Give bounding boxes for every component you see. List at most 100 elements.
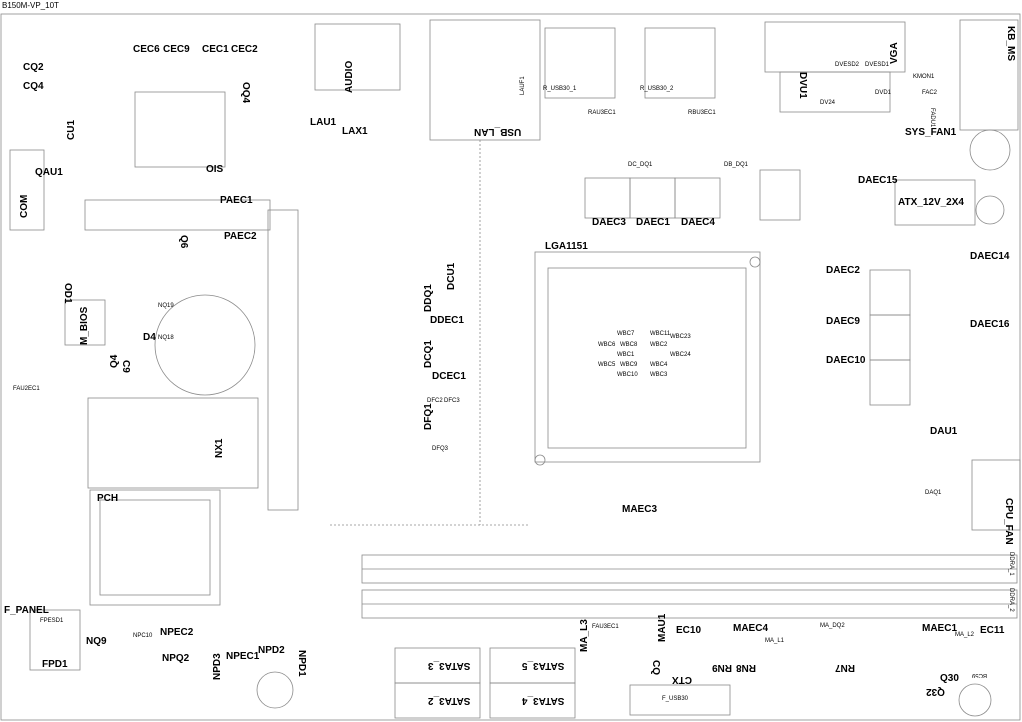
nq18-label: NQ18 xyxy=(158,335,174,341)
paec1-label: PAEC1 xyxy=(220,195,253,206)
bc59-label: BC59 xyxy=(972,672,988,678)
daec1-label: DAEC1 xyxy=(636,217,670,228)
audio-jack-block xyxy=(314,23,401,91)
wbc5-label: WBC5 xyxy=(598,362,616,368)
wbc1-label: WBC1 xyxy=(617,352,635,358)
wbc24-label: WBC24 xyxy=(670,352,691,358)
daec15-label: DAEC15 xyxy=(858,175,898,186)
wbc3-label: WBC3 xyxy=(650,372,668,378)
pch-chip xyxy=(89,489,221,606)
dfc3-label: DFC3 xyxy=(444,398,460,404)
npd2-label: NPD2 xyxy=(258,645,285,656)
cpu-socket-outline xyxy=(534,251,761,463)
cec6-label: CEC6 xyxy=(133,44,160,55)
cec2-label: CEC2 xyxy=(231,44,258,55)
vga-label: VGA xyxy=(889,42,900,64)
sata-connector xyxy=(394,682,481,719)
ddq1-label: DDQ1 xyxy=(423,284,434,312)
cq2-label: CQ2 xyxy=(23,62,44,73)
vrm-choke xyxy=(869,269,911,316)
q6-label: Q6 xyxy=(178,235,189,249)
nx1-label: NX1 xyxy=(214,438,225,458)
daec4-label: DAEC4 xyxy=(681,217,715,228)
rn7-label: RN7 xyxy=(835,662,856,673)
fpesd1-label: FPESD1 xyxy=(40,618,64,624)
lga1151-label: LGA1151 xyxy=(545,241,588,252)
fan-mount-hole xyxy=(975,195,1005,225)
kb-ms-round-port xyxy=(969,129,1011,171)
fau2ec1-label: FAU2EC1 xyxy=(13,386,40,392)
db-dq1-label: DB_DQ1 xyxy=(724,162,749,168)
rn8-label: RN8 xyxy=(736,662,757,673)
cu1-label: CU1 xyxy=(66,119,77,140)
cq-label: CQ xyxy=(650,660,661,675)
daec9-label: DAEC9 xyxy=(826,316,860,327)
wbc6-label: WBC6 xyxy=(598,342,616,348)
fau3ec1-label: FAU3EC1 xyxy=(592,624,619,630)
fac2-label: FAC2 xyxy=(922,90,938,96)
usb30-front-header xyxy=(629,684,731,716)
cec9-label: CEC9 xyxy=(163,44,190,55)
dvesd2-label: DVESD2 xyxy=(835,62,860,68)
q30-label: Q30 xyxy=(940,673,959,684)
usb-lan-label: USB_LAN xyxy=(474,126,522,137)
maec4-label: MAEC4 xyxy=(733,623,769,634)
ctx-label: CTX xyxy=(672,674,692,685)
wbc7-label: WBC7 xyxy=(617,331,635,337)
cec1-label: CEC1 xyxy=(202,44,229,55)
mount-hole xyxy=(256,671,294,709)
socket-mount-hole xyxy=(749,256,761,268)
dfq3-label: DFQ3 xyxy=(432,446,449,452)
wbc9-label: WBC9 xyxy=(620,362,638,368)
cpu-fan-label: CPU_FAN xyxy=(1003,498,1014,545)
daec10-label: DAEC10 xyxy=(826,355,866,366)
cpu-fan-header xyxy=(971,459,1021,531)
board-model-title: B150M-VP_10T xyxy=(2,1,59,10)
ec10-label: EC10 xyxy=(676,625,702,636)
ec11-label: EC11 xyxy=(980,625,1005,636)
bios-chip xyxy=(64,299,106,346)
ddra-2-label: DDRA_2 xyxy=(1008,588,1014,612)
vrm-choke xyxy=(869,359,911,406)
npd3-label: NPD3 xyxy=(212,653,223,680)
f-usb30-label: F_USB30 xyxy=(662,696,689,702)
usb30-stack-2 xyxy=(644,27,716,99)
r-usb30-2-label: R_USB30_2 xyxy=(640,86,674,92)
dv24-label: DV24 xyxy=(820,100,836,106)
lau1-label: LAU1 xyxy=(310,117,337,128)
ma-l2-label: MA_L2 xyxy=(955,632,975,638)
vrm-choke xyxy=(869,314,911,361)
q4-label: Q4 xyxy=(109,354,120,368)
dcq1-label: DCQ1 xyxy=(423,340,434,368)
d4-label: D4 xyxy=(143,332,156,343)
dfq1-label: DFQ1 xyxy=(423,403,434,430)
daec14-label: DAEC14 xyxy=(970,251,1010,262)
r-usb30-1-label: R_USB30_1 xyxy=(543,86,577,92)
front-panel-header xyxy=(29,609,81,671)
ma-dq2-label: MA_DQ2 xyxy=(820,623,845,629)
od1-label: OD1 xyxy=(62,283,73,304)
dc-dq1-label: DC_DQ1 xyxy=(628,162,653,168)
usb30-stack-1 xyxy=(544,27,616,99)
usb-lan-connector xyxy=(429,19,541,141)
cpu-socket-inner xyxy=(547,267,747,449)
fpd1-label: FPD1 xyxy=(42,659,68,670)
npq2-label: NPQ2 xyxy=(162,653,190,664)
mau1-label: MAU1 xyxy=(657,613,668,642)
dvd1-label: DVD1 xyxy=(875,90,892,96)
wbc23-label: WBC23 xyxy=(670,334,691,340)
c9-label: C9 xyxy=(120,360,131,373)
ma-l3-label: MA_L3 xyxy=(579,619,590,652)
ma-l1-label: MA_L1 xyxy=(765,638,785,644)
kb-ms-label: KB_MS xyxy=(1005,26,1016,62)
lax1-label: LAX1 xyxy=(342,126,368,137)
atx-12v-connector xyxy=(894,179,976,226)
socket-mount-hole xyxy=(534,454,546,466)
wbc8-label: WBC8 xyxy=(620,342,638,348)
daec16-label: DAEC16 xyxy=(970,319,1010,330)
m-bios-label: M_BIOS xyxy=(79,306,90,345)
oq4-label: OQ4 xyxy=(240,82,251,104)
rn9-label: RN9 xyxy=(712,662,733,673)
sata3-5-label: SATA3_5 xyxy=(522,660,565,671)
